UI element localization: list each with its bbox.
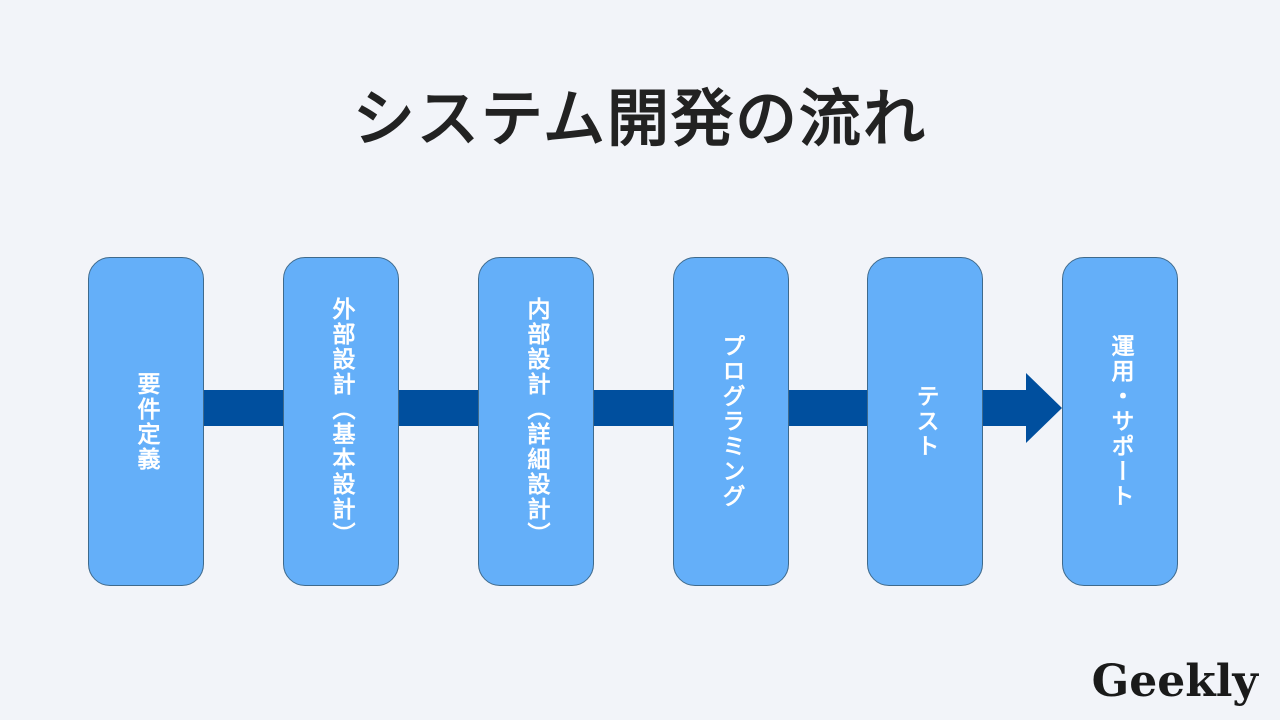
geekly-logo: Geekly (1091, 656, 1258, 707)
step-label: プログラミング (718, 334, 744, 509)
step-label: 運用・サポート (1107, 334, 1133, 509)
step-external-design: 外部設計（基本設計） (283, 257, 399, 586)
step-test: テスト (867, 257, 983, 586)
step-label: 外部設計（基本設計） (328, 296, 354, 547)
step-operation: 運用・サポート (1062, 257, 1178, 586)
step-programming: プログラミング (673, 257, 789, 586)
step-internal-design: 内部設計（詳細設計） (478, 257, 594, 586)
page-title: システム開発の流れ (352, 82, 928, 155)
step-label: 要件定義 (133, 371, 159, 472)
step-label: テスト (912, 384, 938, 459)
step-requirements: 要件定義 (88, 257, 204, 586)
step-label: 内部設計（詳細設計） (523, 296, 549, 547)
arrow-head (1026, 373, 1062, 443)
